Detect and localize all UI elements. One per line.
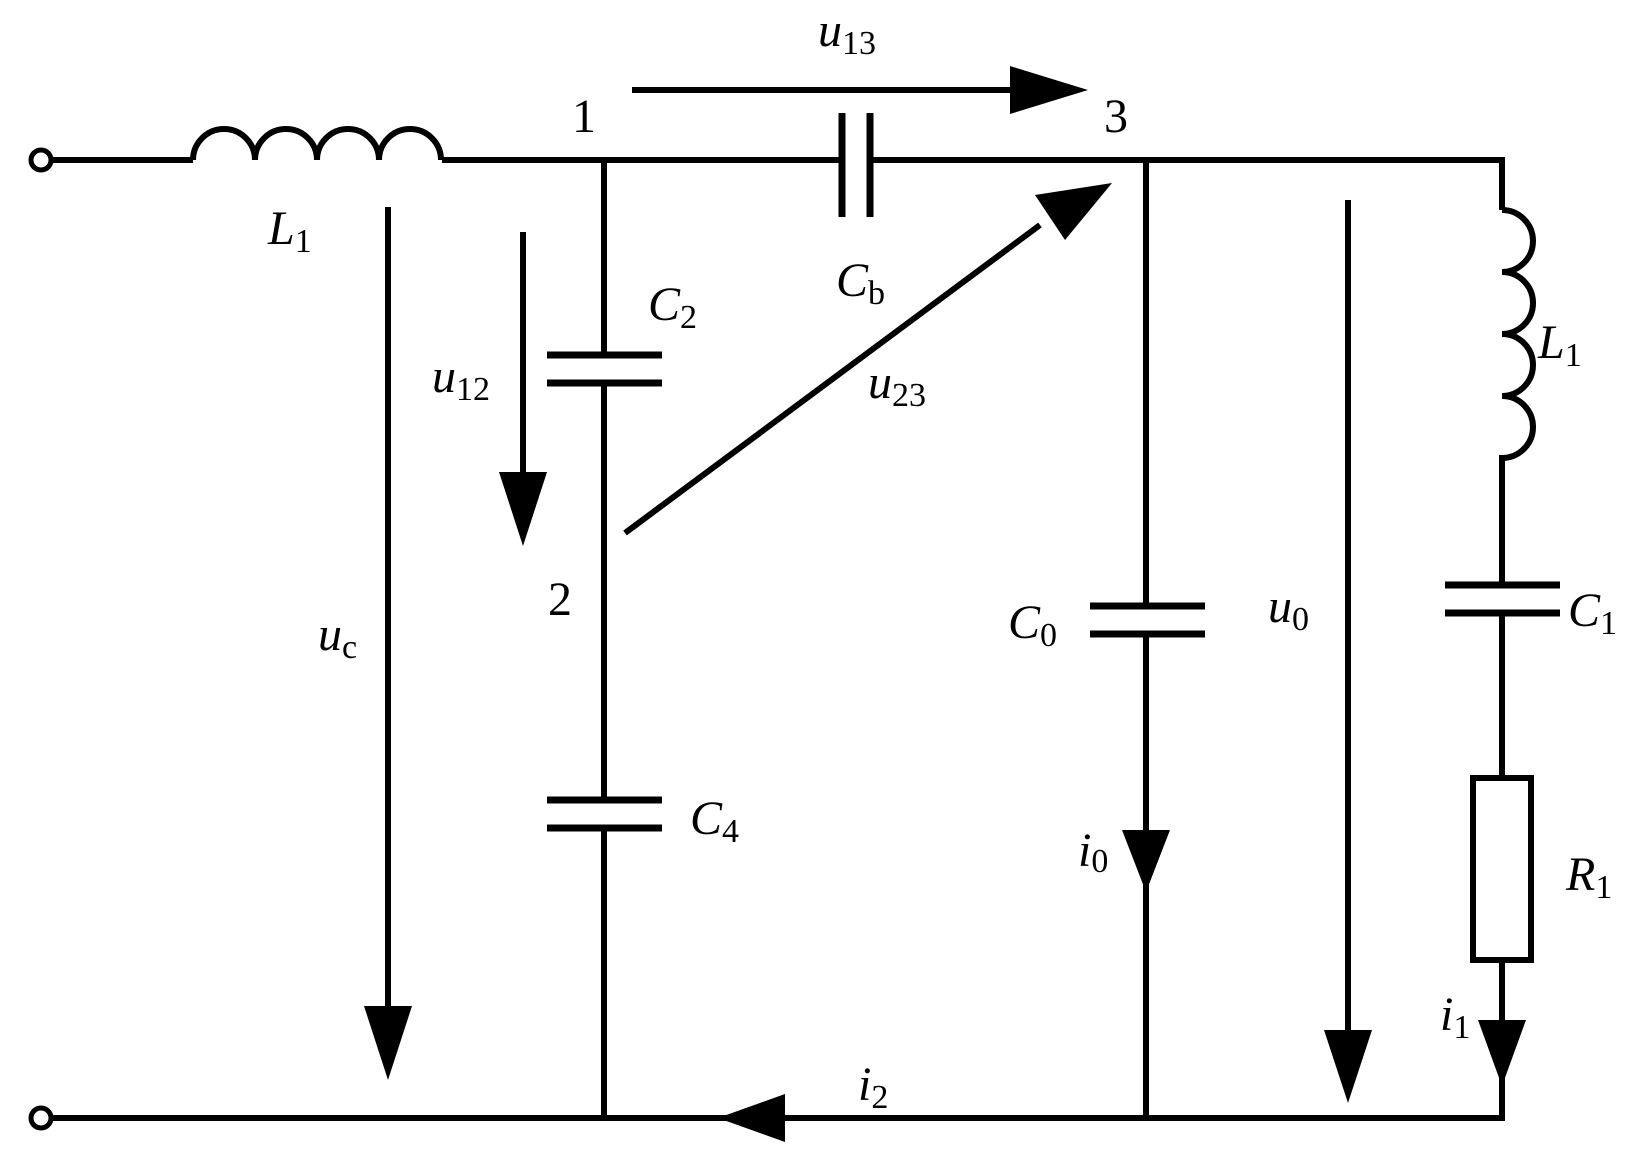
inductor-l1-output (1501, 207, 1536, 461)
label-c2: C2 (648, 278, 697, 336)
label-uc: uc (318, 608, 357, 666)
label-i0: i0 (1078, 824, 1108, 880)
arrow-u23 (623, 183, 1112, 536)
arrow-u13 (632, 66, 1088, 114)
arrow-uc (364, 207, 412, 1080)
capacitor-c0 (1090, 602, 1205, 638)
label-c0: C0 (1008, 596, 1057, 654)
arrow-u0 (1324, 200, 1372, 1103)
input-terminal-top (28, 147, 54, 173)
label-c1: C1 (1568, 584, 1617, 642)
wires (50, 157, 1505, 1121)
capacitor-cb (838, 113, 874, 217)
arrow-i0 (1122, 830, 1170, 892)
inductor-l1-input (190, 126, 444, 161)
label-u12: u12 (432, 350, 490, 408)
node-label-3: 3 (1104, 90, 1128, 143)
label-u13: u13 (818, 4, 876, 62)
label-r1: R1 (1565, 848, 1612, 906)
capacitor-c1 (1445, 581, 1560, 617)
arrow-i2 (718, 1094, 785, 1142)
label-u23: u23 (868, 356, 926, 414)
label-i1: i1 (1440, 988, 1470, 1046)
node-label-2: 2 (548, 573, 572, 626)
capacitor-c4 (547, 796, 662, 832)
arrow-u12 (499, 232, 547, 546)
capacitor-c2 (547, 351, 662, 387)
arrow-i1 (1478, 1020, 1526, 1086)
label-cb: Cb (836, 254, 885, 312)
label-c4: C4 (690, 792, 739, 850)
label-l1-input: L1 (267, 202, 312, 260)
input-terminal-bottom (28, 1105, 54, 1131)
resistor-r1 (1470, 775, 1534, 963)
label-i2: i2 (858, 1058, 888, 1116)
label-l1-output: L1 (1537, 316, 1582, 374)
node-label-1: 1 (572, 90, 596, 143)
label-u0: u0 (1268, 580, 1309, 638)
